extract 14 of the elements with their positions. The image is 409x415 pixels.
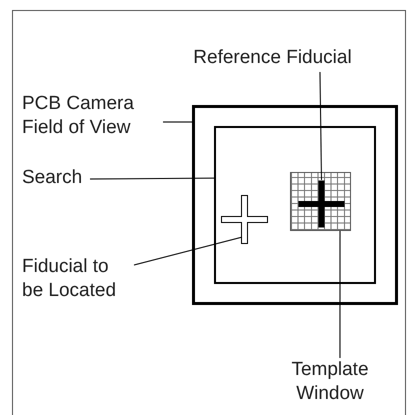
leader-line	[339, 230, 341, 358]
callout-label: Template Window	[270, 358, 390, 408]
camera-field-frame	[192, 105, 398, 305]
reference-fiducial-cross	[298, 180, 345, 228]
callout-label: Search	[22, 166, 90, 192]
leader-line	[134, 236, 242, 266]
callout-label: Reference Fiducial	[160, 46, 385, 72]
callout-label: PCB Camera Field of View	[22, 92, 163, 142]
leader-line	[90, 178, 214, 180]
callout-label: Fiducial to be Located	[22, 255, 134, 305]
search-area-frame	[214, 126, 376, 284]
fiducial-cross	[221, 195, 268, 244]
leader-line	[319, 72, 322, 180]
template-window-grid	[290, 172, 351, 231]
